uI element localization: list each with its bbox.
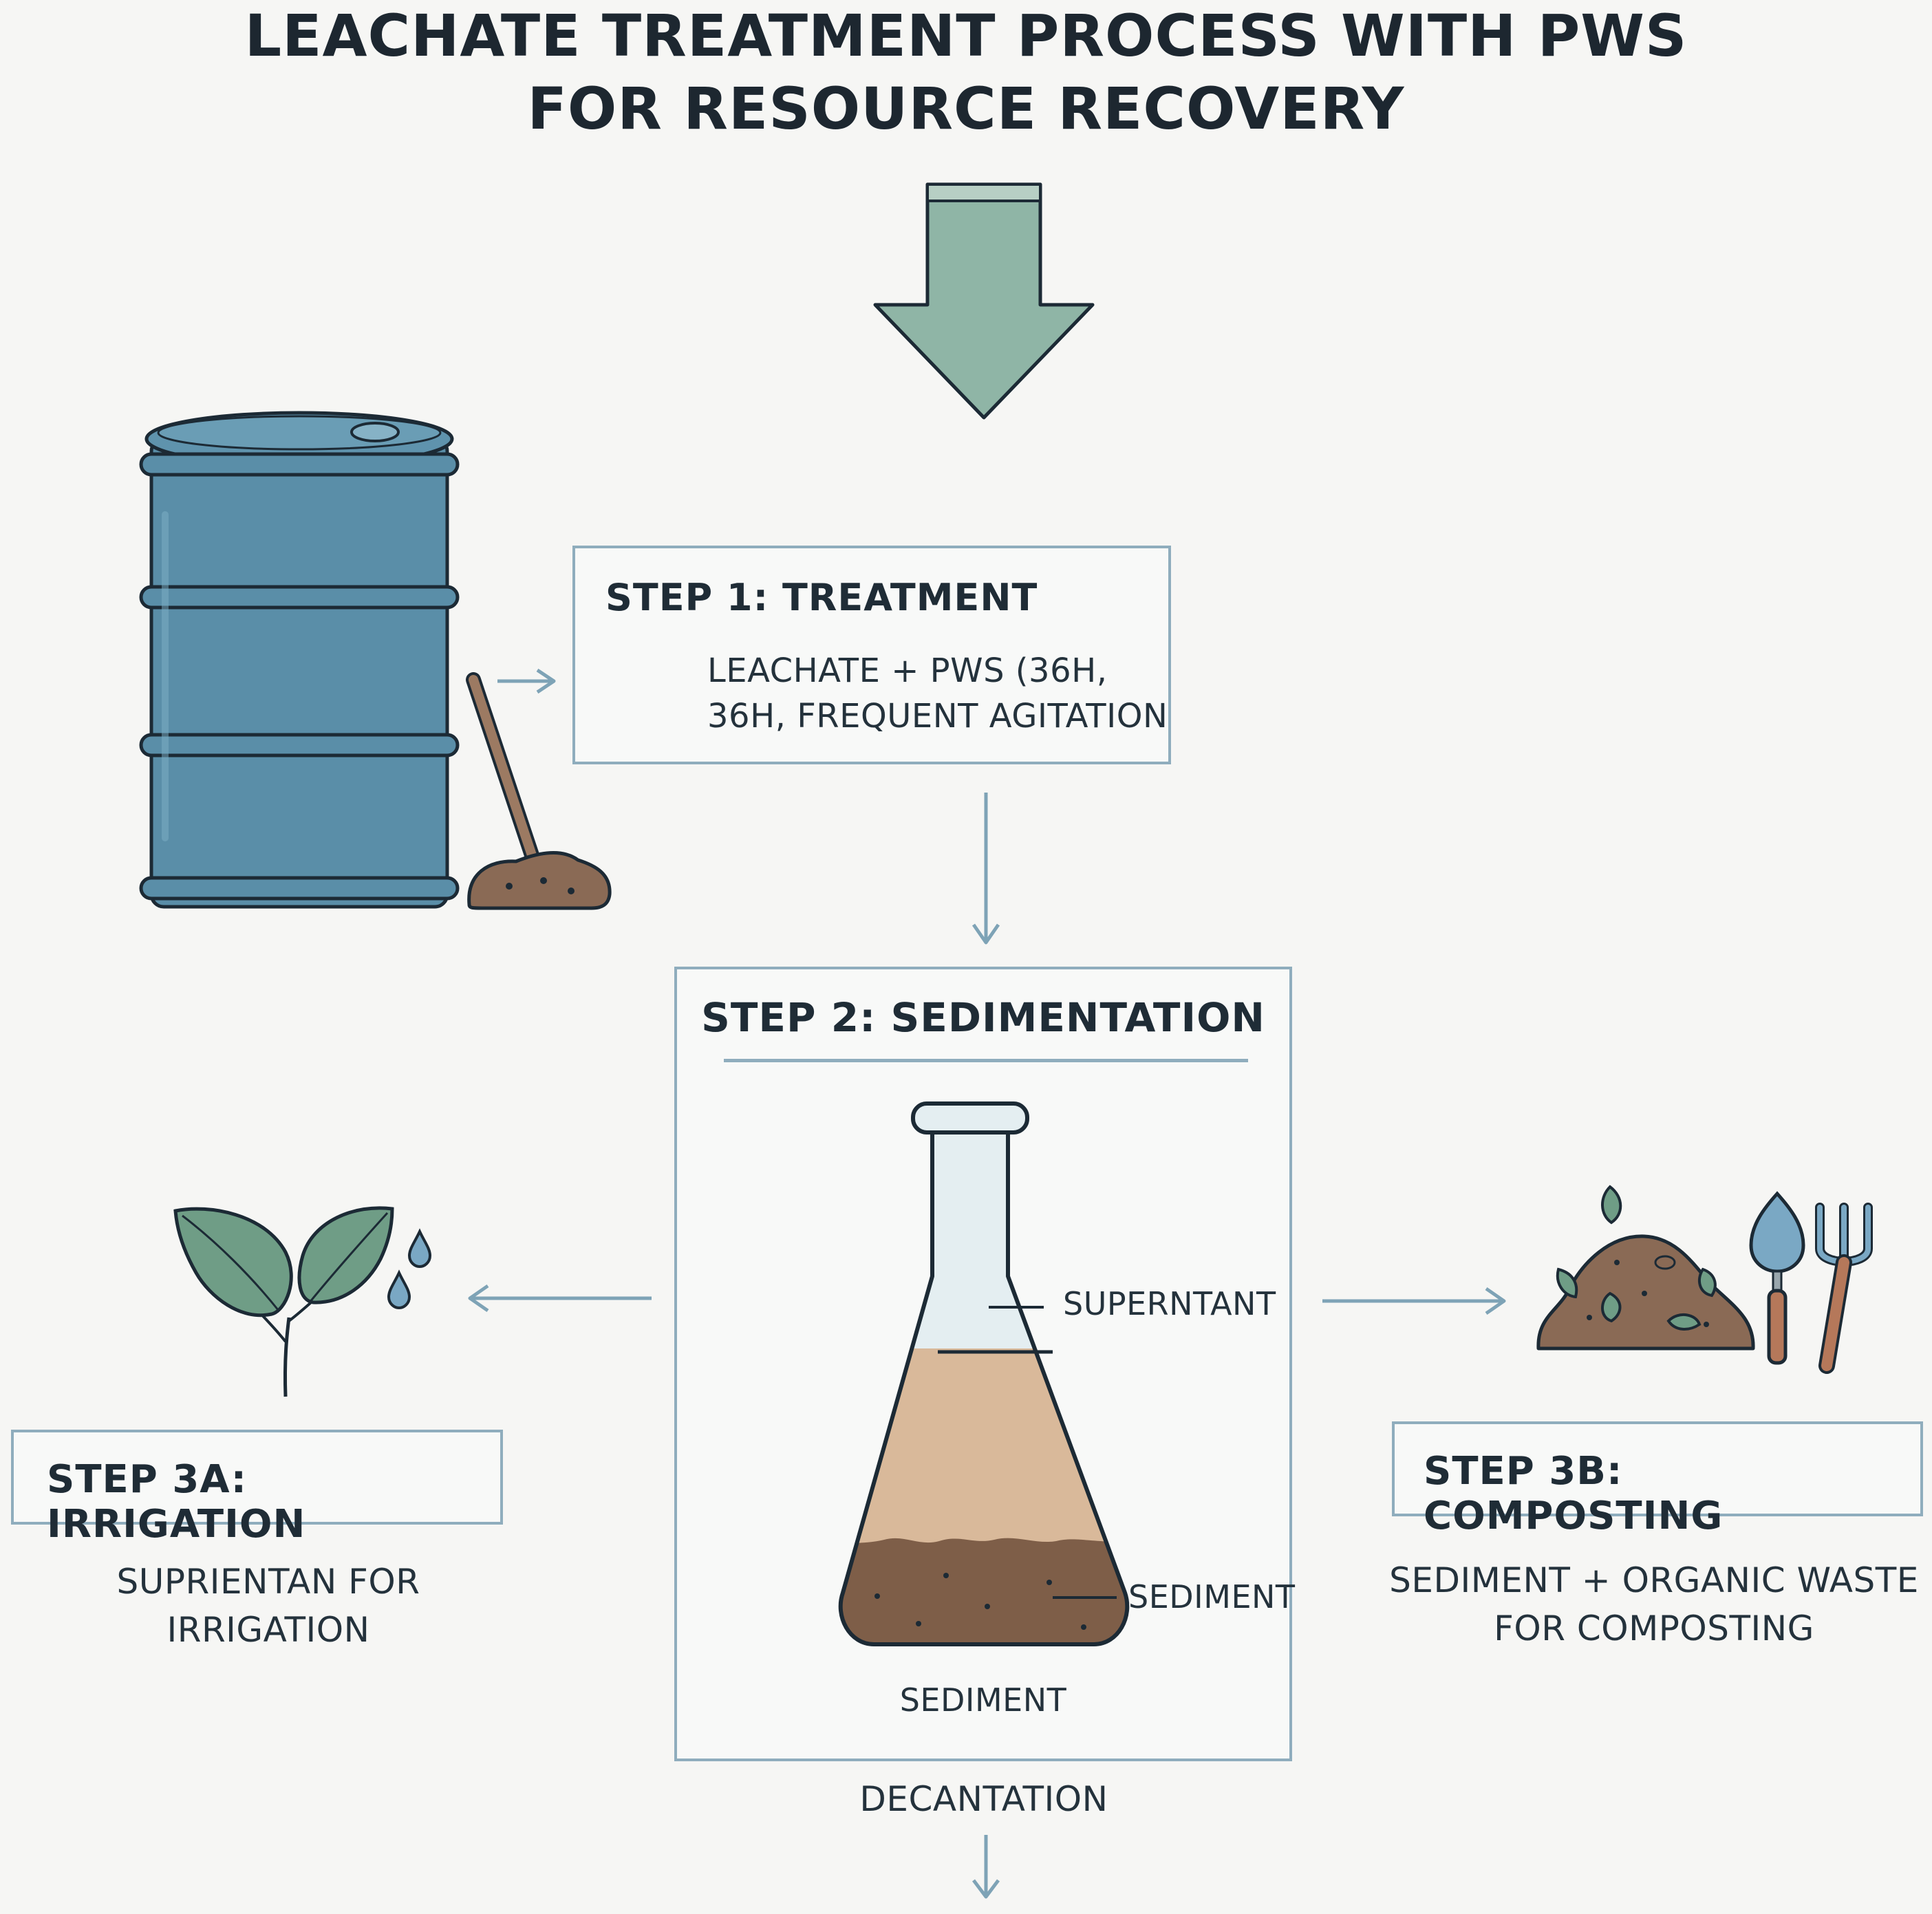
step3a-heading: STEP 3A: IRRIGATION — [47, 1457, 306, 1547]
step3b-box: STEP 3B: COMPOSTING — [1392, 1421, 1923, 1538]
step1-box: STEP 1: TREATMENT LEACHATE + PWS (36H, 3… — [572, 546, 1171, 764]
step3a-line2: IRRIGATION — [167, 1610, 370, 1650]
step1-line2: 36H, FREQUENT AGITATION — [707, 697, 1168, 735]
title-line-2: FOR RESOURCE RECOVERY — [527, 75, 1405, 142]
step2-heading: STEP 2: SEDIMENTATION — [701, 994, 1265, 1041]
down-arrow-icon — [873, 182, 1095, 420]
arrow-to-step1-icon — [497, 668, 556, 694]
step3a-box: STEP 3A: IRRIGATION — [11, 1430, 503, 1547]
arrow-to-step3b-icon — [1322, 1287, 1506, 1315]
trowel-icon — [1749, 1191, 1805, 1365]
step1-line1: LEACHATE + PWS (36H, — [707, 652, 1108, 690]
step3a-line1: SUPRIENTAN FOR — [116, 1562, 420, 1602]
compost-pile-icon — [1536, 1185, 1755, 1351]
plant-icon — [173, 1206, 394, 1397]
step2-underline — [724, 1059, 1248, 1062]
arrow-decantation-icon — [972, 1835, 1000, 1899]
step3b-heading: STEP 3B: COMPOSTING — [1424, 1449, 1724, 1538]
sediment-side-label: SEDIMENT — [1128, 1578, 1296, 1615]
shovel-icon — [466, 672, 612, 910]
barrel-icon — [139, 411, 460, 909]
step3b-line1: SEDIMENT + ORGANIC WASTE — [1389, 1560, 1919, 1600]
supernatant-label: SUPERNTANT — [1063, 1285, 1276, 1322]
arrow-to-step2-icon — [972, 793, 1000, 945]
arrow-to-step3a-icon — [468, 1284, 652, 1313]
step3b-line2: FOR COMPOSTING — [1494, 1609, 1814, 1648]
rake-icon — [1815, 1203, 1873, 1374]
decantation-label: DECANTATION — [859, 1779, 1108, 1819]
flask-icon — [838, 1101, 1130, 1646]
water-drop-icon — [387, 1228, 432, 1310]
step1-heading: STEP 1: TREATMENT — [605, 576, 1038, 619]
title-line-1: LEACHATE TREATMENT PROCESS WITH PWS — [244, 2, 1688, 69]
step2-sediment-bottom-label: SEDIMENT — [899, 1681, 1067, 1719]
